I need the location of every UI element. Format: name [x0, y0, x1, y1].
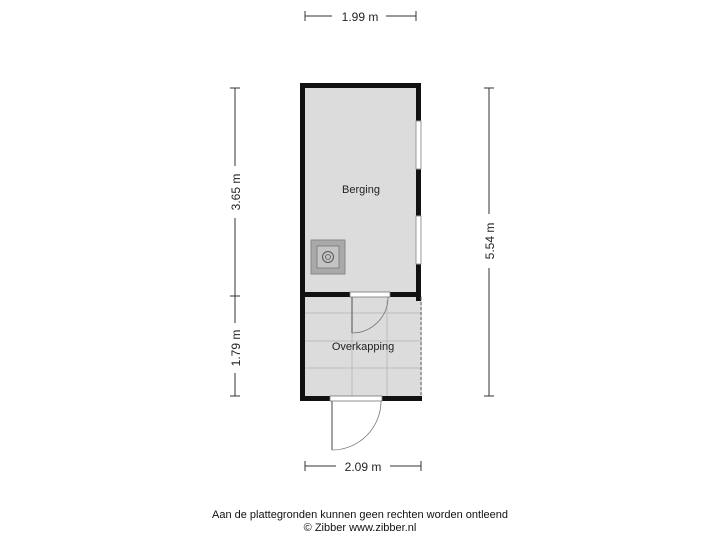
- wall-right-segment-2: [416, 169, 421, 216]
- wall-top: [300, 83, 421, 88]
- dimension-left-upper: 3.65 m: [229, 87, 243, 297]
- exterior-door: [329, 395, 383, 451]
- dimension-right: 5.54 m: [483, 87, 497, 397]
- partition-wall-right: [390, 292, 421, 297]
- wall-left: [300, 83, 305, 401]
- wall-bottom-right: [382, 396, 422, 401]
- windows: [415, 120, 422, 265]
- dimension-left-upper-label: 3.65 m: [229, 174, 243, 211]
- window-lower: [415, 215, 422, 265]
- walls: [300, 83, 422, 401]
- copyright-text: © Zibber www.zibber.nl: [303, 522, 417, 534]
- dimension-top-label: 1.99 m: [342, 10, 379, 24]
- wall-bottom-left: [300, 396, 330, 401]
- dimension-bottom-label: 2.09 m: [345, 460, 382, 474]
- interior-door: [349, 291, 391, 334]
- wall-right-segment-3: [416, 264, 421, 301]
- partition-wall-left: [300, 292, 350, 297]
- wall-right-segment-1: [416, 83, 421, 121]
- dimension-left-lower: 1.79 m: [229, 296, 243, 397]
- dimension-bottom: 2.09 m: [304, 460, 422, 474]
- room-label-berging: Berging: [342, 184, 380, 196]
- dimension-left-lower-label: 1.79 m: [229, 330, 243, 367]
- room-label-overkapping: Overkapping: [332, 341, 394, 353]
- floor-plan: 1.99 m 3.65 m 1.79 m 5.54 m: [229, 10, 497, 474]
- dimension-right-label: 5.54 m: [483, 223, 497, 260]
- disclaimer-text: Aan de plattegronden kunnen geen rechten…: [211, 509, 508, 521]
- dimension-top: 1.99 m: [304, 10, 417, 24]
- window-upper: [415, 120, 422, 170]
- washing-machine-icon: [310, 239, 346, 275]
